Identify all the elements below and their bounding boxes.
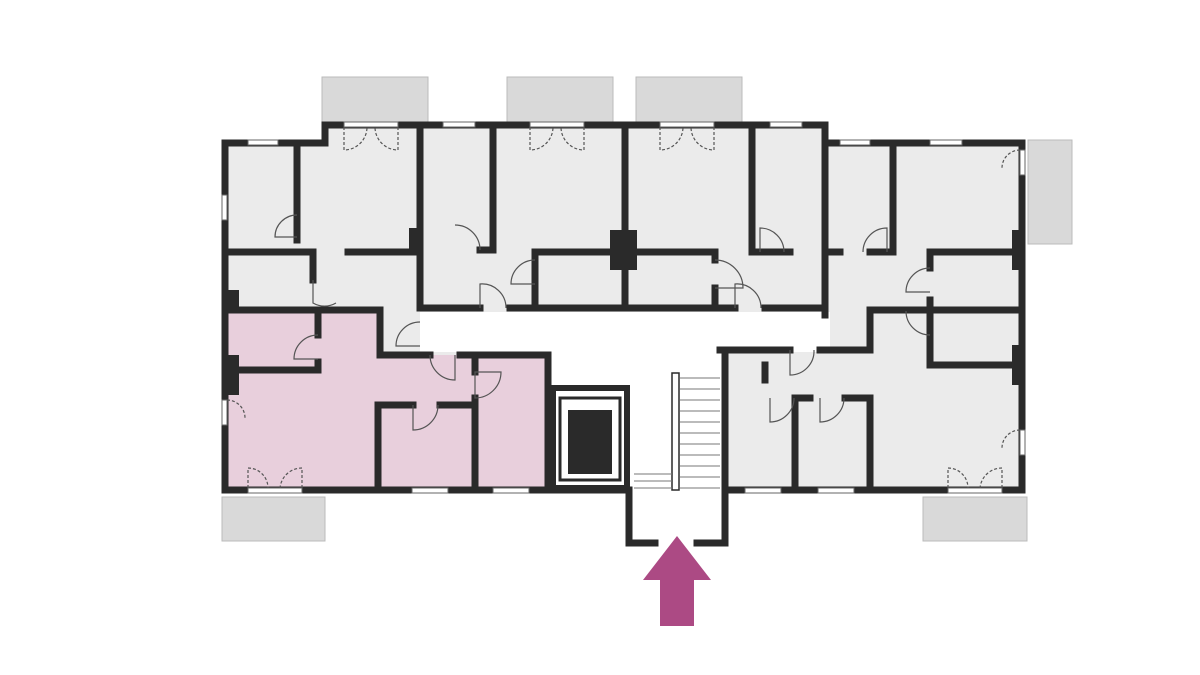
balcony bbox=[321, 76, 429, 123]
windows bbox=[221, 121, 1026, 494]
balcony bbox=[922, 496, 1028, 542]
entrance-arrow-icon bbox=[643, 536, 711, 626]
elevator bbox=[550, 385, 630, 491]
balconies bbox=[221, 76, 1073, 542]
balcony bbox=[506, 76, 614, 123]
walls bbox=[221, 121, 1026, 547]
balcony bbox=[635, 76, 743, 123]
staircase bbox=[634, 372, 720, 491]
balcony bbox=[221, 496, 326, 542]
common-corridor bbox=[420, 312, 830, 543]
doors bbox=[226, 126, 1021, 489]
balcony bbox=[1027, 139, 1073, 245]
